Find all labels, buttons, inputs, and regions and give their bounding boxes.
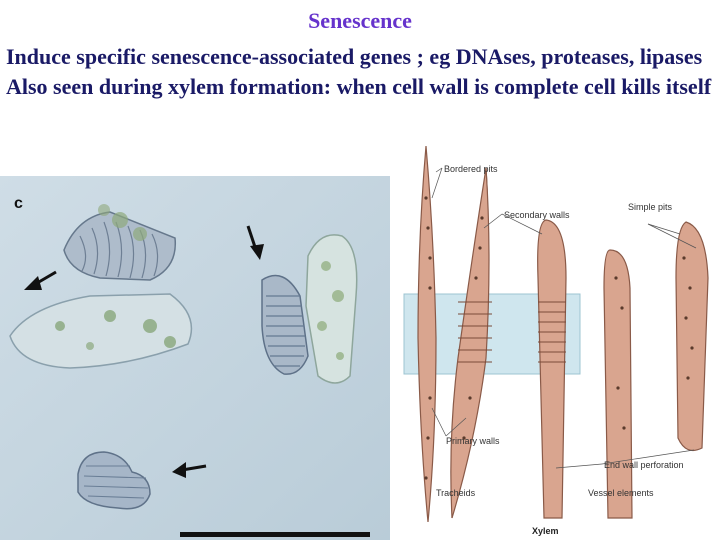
living-cell xyxy=(305,234,358,384)
slide-title: Senescence xyxy=(308,8,412,33)
vessel-element xyxy=(675,221,709,451)
living-cell xyxy=(9,293,193,369)
bullet-item: Induce specific senescence-associated ge… xyxy=(6,44,703,69)
arrow-head xyxy=(24,276,42,290)
tracheid-cell xyxy=(417,145,437,523)
bullet-item: Also seen during xylem formation: when c… xyxy=(6,74,712,99)
xylem-cell xyxy=(77,451,151,510)
bullet-list: Induce specific senescence-associated ge… xyxy=(6,42,716,102)
pointer-arrows xyxy=(24,225,264,478)
label-xylem: Xylem xyxy=(532,526,559,536)
label-end-wall-perforation: End wall perforation xyxy=(604,460,684,470)
xylem-cell xyxy=(261,274,309,375)
scale-bar xyxy=(180,532,370,537)
arrow-head xyxy=(172,462,186,478)
label-secondary-walls: Secondary walls xyxy=(504,210,570,220)
label-secondary-walls-text: Secondary walls xyxy=(504,210,570,220)
label-tracheids: Tracheids xyxy=(436,488,476,498)
leader-lines xyxy=(431,167,697,469)
panel-letter: c xyxy=(14,195,23,212)
pit-dots xyxy=(424,196,694,480)
label-primary-walls: Primary walls xyxy=(446,436,500,446)
label-vessel-elements: Vessel elements xyxy=(588,488,654,498)
xylem-diagram: Bordered pits Secondary walls Simple pit… xyxy=(403,145,709,536)
xylem-cell xyxy=(63,204,177,281)
secondary-wall-rings xyxy=(458,301,566,363)
vessel-element xyxy=(603,249,633,519)
label-bordered-pits: Bordered pits xyxy=(444,164,498,174)
vessel-element xyxy=(537,219,567,519)
label-simple-pits: Simple pits xyxy=(628,202,673,212)
arrow-head xyxy=(250,244,264,260)
tracheid-cell xyxy=(450,167,490,519)
micrograph-photo: c xyxy=(0,176,390,540)
